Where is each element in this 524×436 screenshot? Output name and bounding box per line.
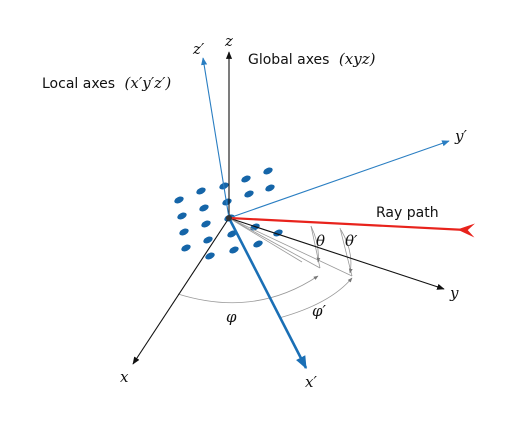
array-element <box>196 187 206 195</box>
array-element <box>201 220 211 228</box>
z-prime-axis <box>201 57 230 219</box>
ray-path-line <box>228 216 476 238</box>
theta-prime-guide-line <box>339 227 353 277</box>
x-axis-label: x <box>120 368 129 386</box>
array-element <box>253 240 263 248</box>
angle-guides <box>177 217 353 319</box>
array-element <box>174 196 184 204</box>
global-axes-label: Global axes (xyz) <box>248 50 376 68</box>
theta-arc <box>310 225 321 263</box>
origin-point <box>226 215 232 221</box>
y-axis <box>228 217 445 290</box>
y-prime-axis <box>228 140 450 219</box>
projection-line <box>228 217 353 277</box>
z-axis-label: z <box>224 32 233 50</box>
global-axes-prefix: Global axes <box>248 52 329 68</box>
theta-prime-arc <box>340 229 353 274</box>
theta-prime-label: θ′ <box>345 232 358 250</box>
array-element <box>227 230 237 238</box>
projection-line <box>228 217 303 263</box>
array-element <box>181 244 191 252</box>
y-axis-label: y <box>449 284 459 302</box>
ray-path-label: Ray path <box>376 205 439 221</box>
phi-arc <box>177 275 319 304</box>
array-element <box>199 204 209 212</box>
local-axes-prefix: Local axes <box>42 76 115 92</box>
array-element <box>263 167 273 175</box>
array-element <box>179 228 189 236</box>
global-axes <box>132 51 445 365</box>
phi-prime-label: φ′ <box>312 302 327 320</box>
phi-label: φ <box>226 308 237 326</box>
array-element <box>177 212 187 220</box>
array-element <box>244 190 254 198</box>
global-axes-math: (xyz) <box>339 50 376 68</box>
local-axes <box>201 57 450 370</box>
theta-label: θ <box>316 232 325 250</box>
projection-line <box>228 217 321 269</box>
y-prime-axis-label: y′ <box>454 127 467 145</box>
x-prime-axis <box>227 217 308 370</box>
array-element <box>229 246 239 254</box>
phi-prime-arc <box>278 277 353 319</box>
array-element <box>265 184 275 192</box>
array-element <box>241 175 251 183</box>
local-axes-math: (x′y′z′) <box>125 74 172 92</box>
local-axes-label: Local axes (x′y′z′) <box>42 74 171 92</box>
x-axis <box>132 217 230 365</box>
z-prime-axis-label: z′ <box>192 40 205 58</box>
array-element <box>203 236 213 244</box>
x-prime-axis-label: x′ <box>305 373 317 391</box>
antenna-array <box>174 167 283 260</box>
labels: Global axes (xyz) Local axes (x′y′z′) Ra… <box>42 32 467 391</box>
array-element <box>205 252 215 260</box>
